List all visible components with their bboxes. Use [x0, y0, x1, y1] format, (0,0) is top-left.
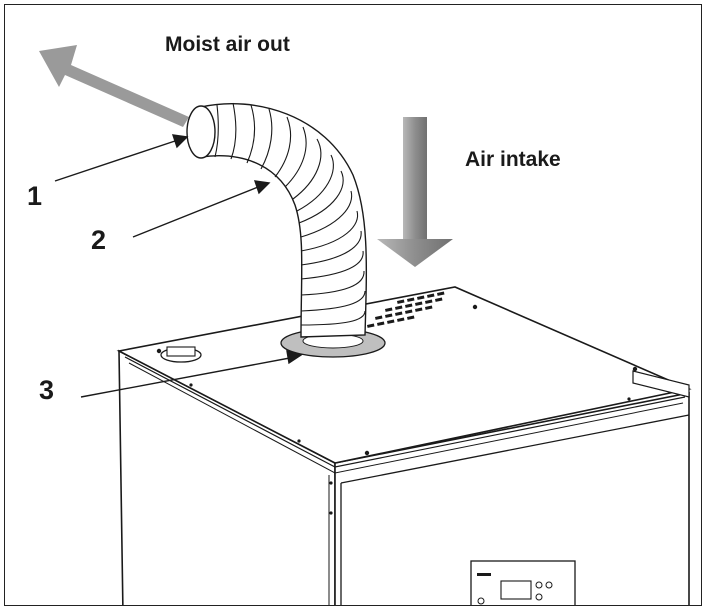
cabinet: [116, 286, 692, 605]
duct-outlet: [186, 105, 216, 159]
leader-line-1: [54, 138, 182, 182]
leader-line-3: [80, 356, 296, 398]
vent-grille: [367, 291, 445, 328]
air-intake-arrow: [377, 117, 453, 267]
flexible-duct: [200, 102, 368, 338]
air-intake-caption: Air intake: [465, 148, 561, 171]
leader-line-2: [132, 184, 264, 238]
moist-air-out-caption: Moist air out: [165, 33, 290, 56]
unit-illustration: [39, 45, 692, 605]
moist-air-out-arrow: [39, 45, 189, 127]
callout-2: 2: [91, 225, 107, 255]
leader-lines: [54, 134, 303, 398]
control-panel: [470, 560, 576, 605]
diagram-frame: Moist air out Air intake 1 2 3: [4, 4, 702, 606]
cabinet-front: [334, 392, 690, 605]
callout-1: 1: [27, 181, 43, 211]
callout-3: 3: [39, 375, 55, 405]
